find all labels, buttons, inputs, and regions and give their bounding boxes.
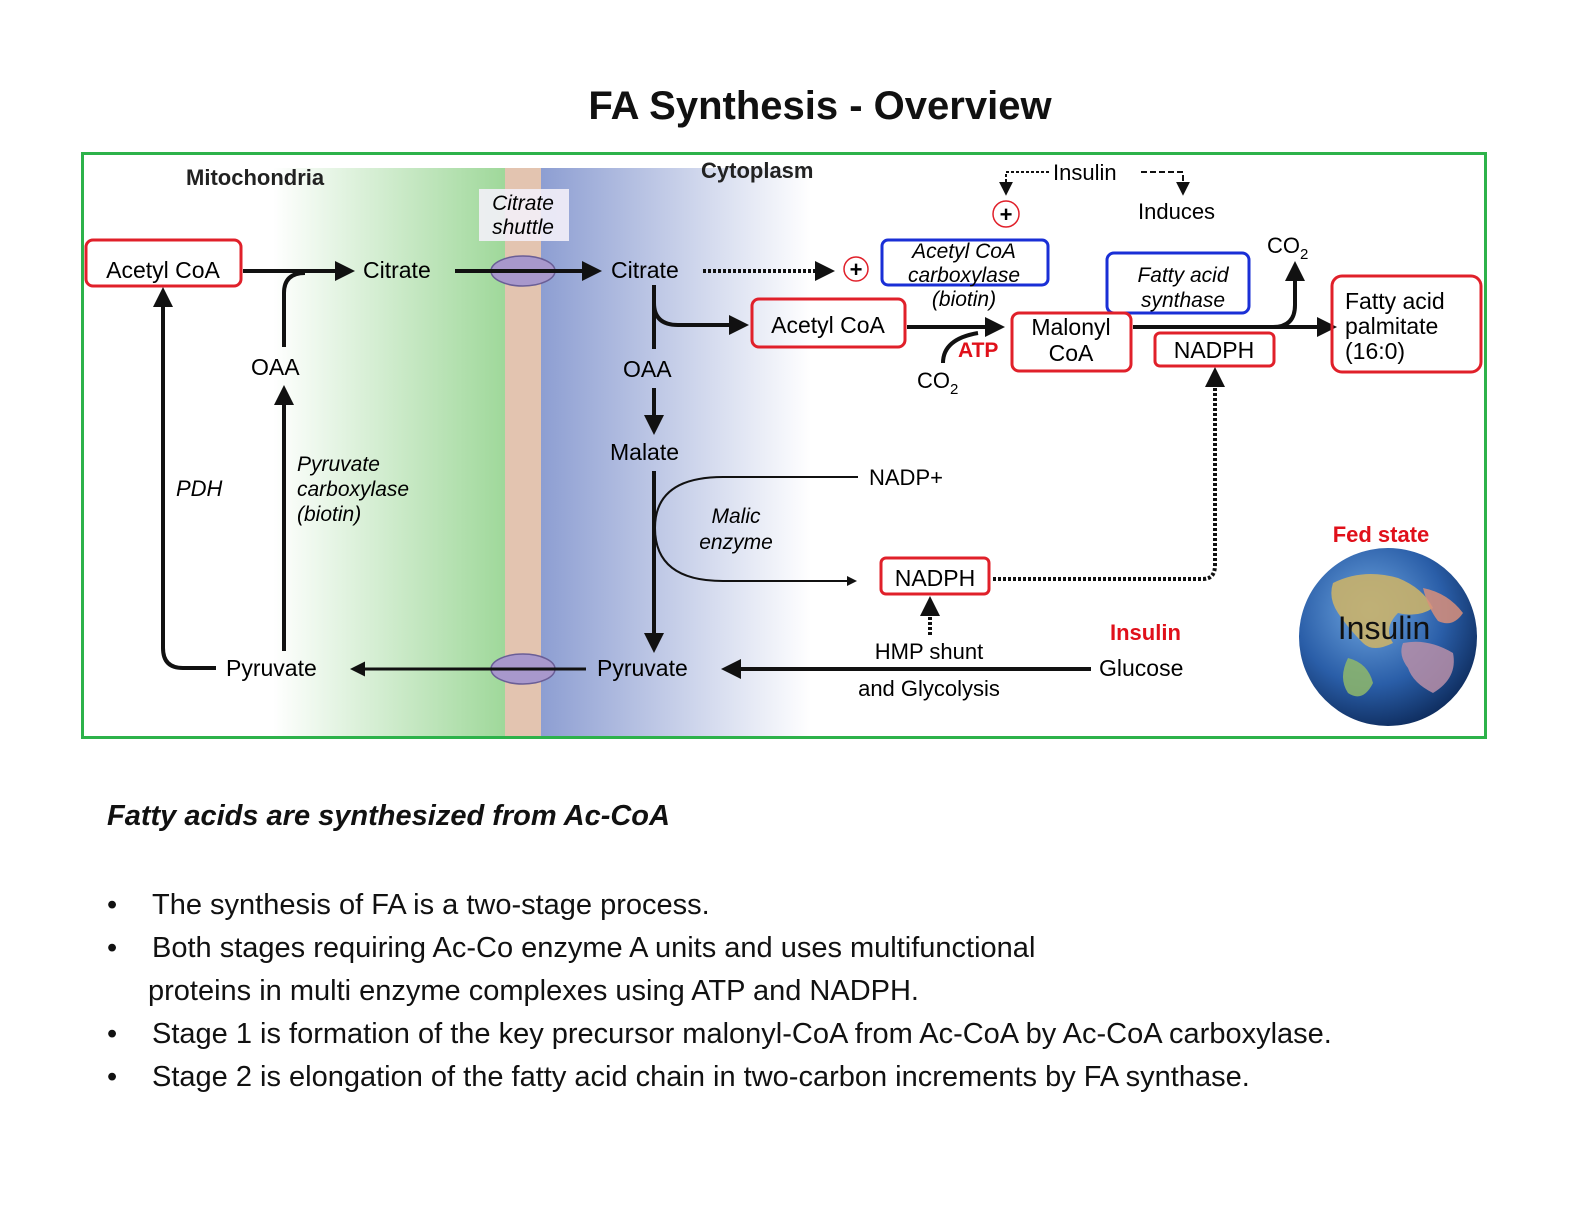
bullet-marker: • (107, 1061, 118, 1093)
malonyl-coa-box (1010, 311, 1133, 373)
acetyl-coa-cyto-box (750, 297, 907, 349)
atp-co2-curve (941, 331, 979, 364)
bullet-item: • Stage 2 is elongation of the fatty acid… (107, 1056, 1332, 1099)
oaa-cyto: OAA (623, 356, 672, 382)
bullet-marker: • (107, 932, 118, 964)
fa-synthesis-diagram: Mitochondria Cytoplasm Citrate shuttle A… (81, 152, 1487, 739)
bullet-text: The synthesis of FA is a two-stage proce… (152, 889, 710, 921)
co2-top: CO2 (1267, 233, 1308, 263)
bullet-marker: • (107, 889, 118, 921)
insulin-bracket (999, 171, 1049, 196)
subtitle: Fatty acids are synthesized from Ac-CoA (107, 800, 670, 832)
fas-label: Fatty acid (1137, 264, 1229, 287)
slide-title: FA Synthesis - Overview (588, 84, 1052, 128)
citrate-cyto: Citrate (611, 257, 679, 283)
pyruvate-mito: Pyruvate (226, 655, 317, 681)
plus-acc: + (850, 257, 863, 282)
hmp-shunt: and Glycolysis (858, 676, 1000, 701)
malonyl-coa: Malonyl (1031, 314, 1110, 340)
bullet-item: • The synthesis of FA is a two-stage proc… (107, 884, 1332, 927)
fatty-acid-palmitate: Fatty acid (1345, 288, 1445, 314)
nadph-upper: NADPH (1174, 337, 1255, 363)
bullet-item: • Stage 1 is formation of the key precurs… (107, 1013, 1332, 1056)
fatty-acid-palmitate: palmitate (1345, 313, 1438, 339)
mitochondria-region (273, 168, 505, 736)
acetyl-coa-cyto: Acetyl CoA (771, 312, 885, 338)
bullet-text: Both stages requiring Ac-Co enzyme A uni… (152, 932, 1036, 964)
nadp-curve (653, 476, 858, 586)
pyruvate-cyto: Pyruvate (597, 655, 688, 681)
dotted-nadph-to-fas (993, 367, 1225, 581)
malic-enzyme-label: Malic (711, 505, 761, 528)
atp-label: ATP (958, 339, 998, 362)
mitochondria-label: Mitochondria (186, 165, 325, 190)
acc-label: carboxylase (908, 264, 1020, 287)
arrow-co2-release (1272, 261, 1305, 329)
plus-acc-circle (843, 256, 869, 282)
inner-membrane (505, 168, 541, 736)
insulin-bracket (1141, 171, 1190, 196)
malate: Malate (610, 439, 679, 465)
co2-bottom: CO2 (917, 368, 958, 398)
glucose: Glucose (1099, 655, 1183, 681)
bullet-text-continued: proteins in multi enzyme complexes using… (148, 975, 919, 1007)
globe-icon (1299, 548, 1477, 726)
fas-label: synthase (1141, 289, 1225, 312)
arrow-oaa-to-citrate (282, 271, 306, 347)
bullet-item: • Both stages requiring Ac-Co enzyme A un… (107, 927, 1332, 1013)
bullet-list: • The synthesis of FA is a two-stage proc… (107, 884, 1332, 1099)
cytoplasm-label: Cytoplasm (701, 158, 813, 183)
pyruvate-carboxylase-label: (biotin) (297, 503, 361, 526)
acetyl-coa-mito: Acetyl CoA (106, 257, 220, 283)
fas-box (1105, 251, 1251, 315)
acc-label: Acetyl CoA (910, 240, 1016, 263)
hmp-shunt: HMP shunt (875, 639, 983, 664)
pathway-svg: Mitochondria Cytoplasm Citrate shuttle A… (84, 158, 1483, 736)
oaa-mito: OAA (251, 354, 300, 380)
citrate-shuttle-label: Citrate (492, 192, 554, 215)
induces: Induces (1138, 199, 1215, 224)
acetyl-coa-mito-box (84, 238, 243, 288)
pyruvate-carboxylase-label: carboxylase (297, 478, 409, 501)
fed-state-label: Fed state (1333, 522, 1430, 547)
bullet-text: Stage 1 is formation of the key precurso… (152, 1018, 1332, 1050)
bullet-marker: • (107, 1018, 118, 1050)
malic-enzyme-label: enzyme (699, 531, 773, 554)
nadph-lower: NADPH (895, 565, 976, 591)
pdh-label: PDH (176, 476, 223, 501)
arrow-pdh (153, 287, 216, 670)
pyruvate-carboxylase-label: Pyruvate (297, 453, 380, 476)
citrate-shuttle-box (479, 189, 569, 241)
nadph-lower-box (879, 556, 991, 596)
insulin-red-label: Insulin (1110, 620, 1181, 645)
acc-box (880, 238, 1050, 287)
citrate-mito: Citrate (363, 257, 431, 283)
globe-insulin-label: Insulin (1338, 610, 1431, 646)
plus-insulin-circle (992, 200, 1020, 228)
citrate-shuttle-label: shuttle (492, 216, 554, 239)
acc-label: (biotin) (932, 288, 996, 311)
nadp-plus: NADP+ (869, 465, 943, 490)
malonyl-coa: CoA (1049, 340, 1094, 366)
nadph-upper-box (1153, 331, 1276, 368)
arrow-citrate-to-acetyl-coa (652, 302, 749, 335)
fatty-acid-palmitate: (16:0) (1345, 338, 1405, 364)
plus-insulin: + (1000, 202, 1013, 227)
insulin-top: Insulin (1053, 160, 1117, 185)
bullet-text: Stage 2 is elongation of the fatty acid … (152, 1061, 1250, 1093)
fatty-acid-box (1330, 274, 1483, 374)
